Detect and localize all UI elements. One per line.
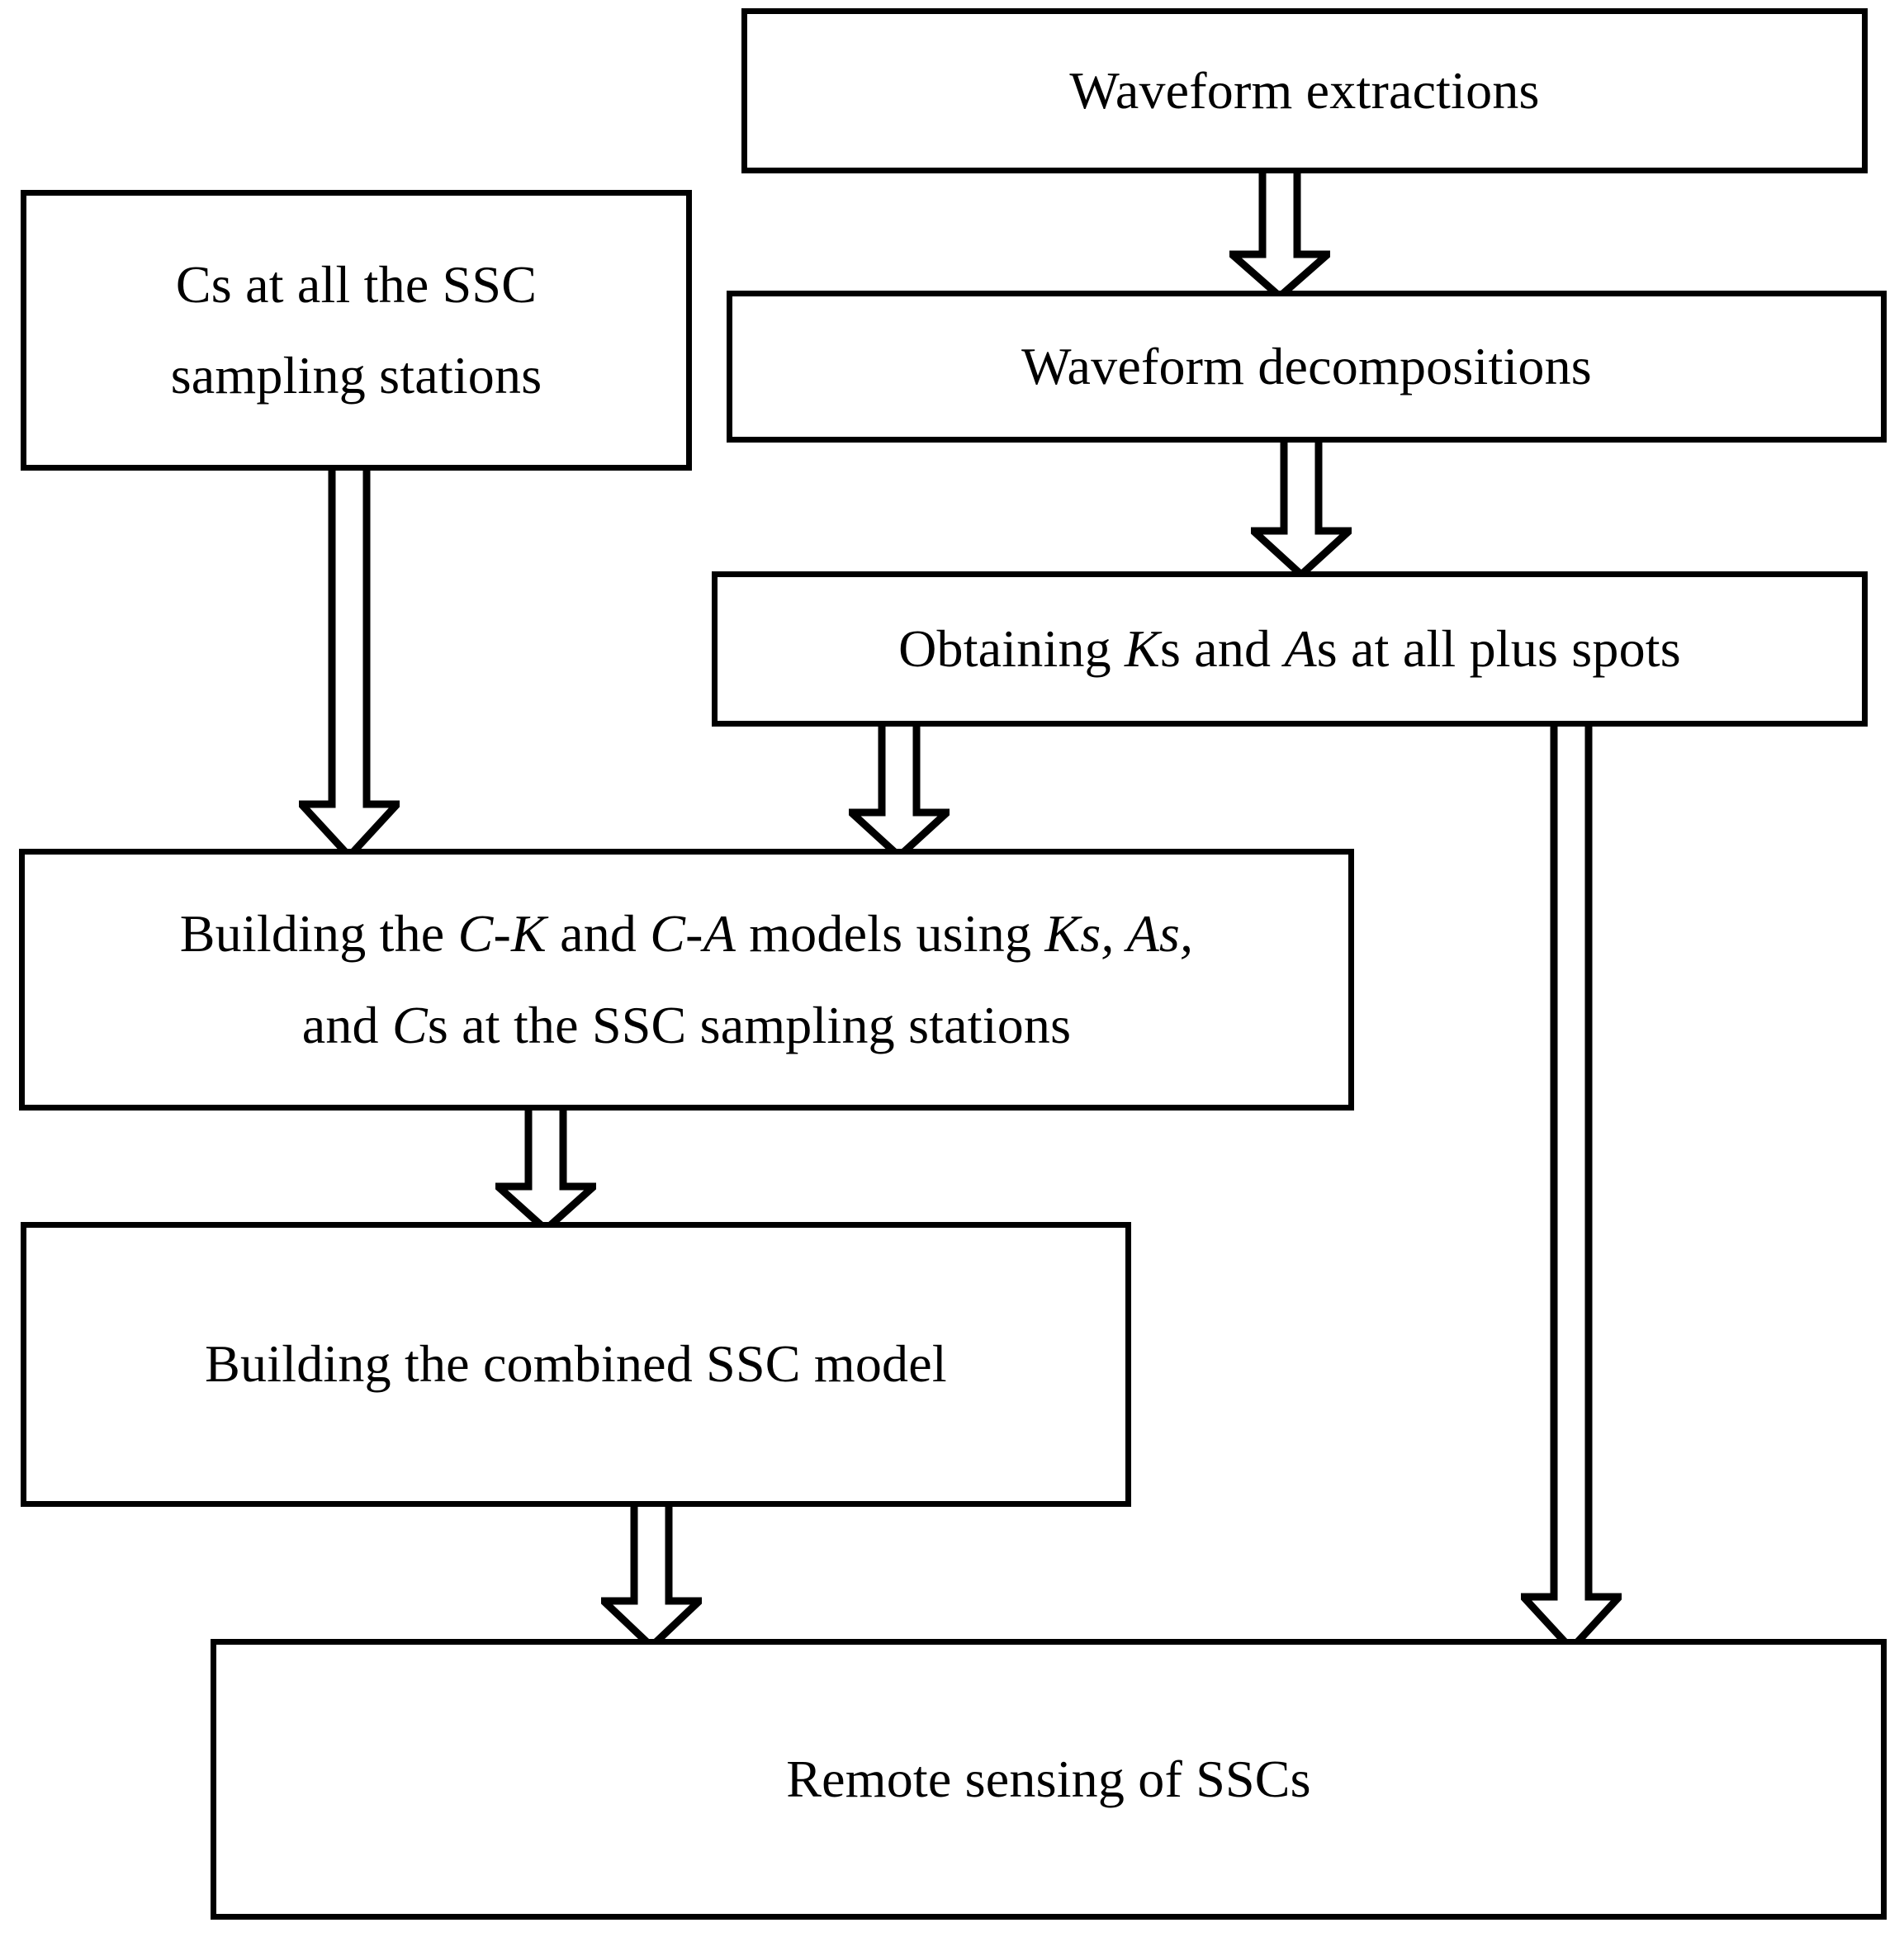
arrow-building-to-combined	[495, 1104, 596, 1232]
node-obtaining-ks-as[interactable]: Obtaining Ks and As at all plus spots	[712, 571, 1868, 727]
node-building-ck-ca[interactable]: Building the C-K and C-A models using Ks…	[19, 849, 1354, 1111]
node-waveform-extractions[interactable]: Waveform extractions	[741, 8, 1868, 173]
arrow-extractions-to-decompositions	[1229, 165, 1330, 299]
node-waveform-decompositions[interactable]: Waveform decompositions	[727, 291, 1887, 443]
node-label-line-2: sampling stations	[170, 346, 542, 405]
node-label: Obtaining Ks and As at all plus spots	[898, 618, 1681, 678]
node-remote-sensing[interactable]: Remote sensing of SSCs	[211, 1639, 1887, 1920]
arrow-obtaining-to-building	[849, 720, 950, 859]
node-label: Waveform extractions	[1069, 60, 1540, 120]
arrow-obtaining-to-remote	[1521, 720, 1622, 1651]
node-label: Waveform decompositions	[1021, 336, 1592, 395]
node-label-line-2: and Cs at the SSC sampling stations	[301, 995, 1072, 1054]
arrow-decompositions-to-obtaining	[1251, 435, 1352, 577]
node-building-combined[interactable]: Building the combined SSC model	[21, 1222, 1131, 1507]
node-label-line-1: Cs at all the SSC	[175, 254, 538, 314]
node-label: Remote sensing of SSCs	[786, 1749, 1311, 1808]
node-cs-sampling-stations[interactable]: Cs at all the SSC sampling stations	[21, 190, 692, 471]
arrow-cs-to-building	[299, 464, 400, 859]
node-label-line-1: Building the C-K and C-A models using Ks…	[179, 904, 1194, 964]
arrow-combined-to-remote	[601, 1500, 702, 1649]
node-label: Building the combined SSC model	[205, 1334, 947, 1394]
